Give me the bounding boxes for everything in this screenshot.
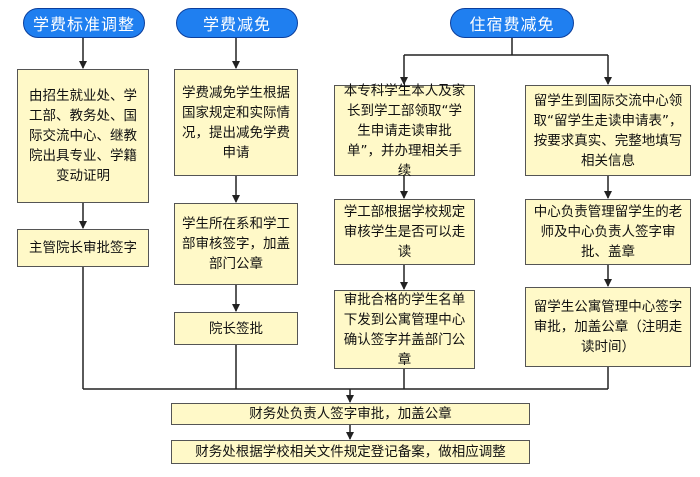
col2-step3-box: 院长签批 — [174, 312, 298, 345]
col4-step1-text: 留学生到国际交流中心领取“留学生走读申请表”，按要求真实、完整地填写相关信息 — [533, 92, 683, 169]
col3-step1-text: 本专科学生本人及家长到学工部领取“学生申请走读审批单”，并办理相关手续 — [343, 82, 466, 179]
col2-step1-box: 学费减免学生根据国家规定和实际情况，提出减免学费申请 — [174, 69, 298, 176]
header-accommodation-reduction: 住宿费减免 — [450, 8, 574, 38]
col1-step1-text: 由招生就业处、学工部、教务处、国际交流中心、继教院出具专业、学籍变动证明 — [29, 88, 137, 184]
col1-step2-box: 主管院长审批签字 — [17, 229, 149, 267]
col1-step1-box: 由招生就业处、学工部、教务处、国际交流中心、继教院出具专业、学籍变动证明 — [17, 69, 149, 203]
col3-step2-text: 学工部根据学校规定审核学生是否可以走读 — [343, 204, 466, 260]
col3-step2-box: 学工部根据学校规定审核学生是否可以走读 — [334, 199, 475, 265]
col4-step3-box: 留学生公寓管理中心签字审批，加盖公章（注明走读时间） — [525, 287, 691, 367]
col3-step1-box: 本专科学生本人及家长到学工部领取“学生申请走读审批单”，并办理相关手续 — [334, 83, 475, 179]
col2-step3-text: 院长签批 — [209, 320, 263, 337]
header-tuition-reduction: 学费减免 — [176, 8, 298, 38]
col4-step2-box: 中心负责管理留学生的老师及中心负责人签字审批、盖章 — [525, 199, 691, 265]
finance-sign-box: 财务处负责人签字审批，加盖公章 — [171, 403, 530, 425]
col4-step1-box: 留学生到国际交流中心领取“留学生走读申请表”，按要求真实、完整地填写相关信息 — [525, 85, 691, 176]
col2-step1-text: 学费减免学生根据国家规定和实际情况，提出减免学费申请 — [182, 84, 290, 161]
col3-step3-box: 审批合格的学生名单下发到公寓管理中心确认签字并盖部门公章 — [334, 290, 475, 369]
col1-step2-text: 主管院长审批签字 — [29, 240, 137, 256]
finance-register-box: 财务处根据学校相关文件规定登记备案，做相应调整 — [171, 440, 530, 464]
col3-step3-text: 审批合格的学生名单下发到公寓管理中心确认签字并盖部门公章 — [343, 291, 466, 368]
finance-sign-text: 财务处负责人签字审批，加盖公章 — [249, 406, 452, 422]
col4-step3-text: 留学生公寓管理中心签字审批，加盖公章（注明走读时间） — [533, 299, 683, 355]
col2-step2-text: 学生所在系和学工部审核签字，加盖部门公章 — [182, 216, 290, 272]
col4-step2-text: 中心负责管理留学生的老师及中心负责人签字审批、盖章 — [533, 204, 683, 260]
col2-step2-box: 学生所在系和学工部审核签字，加盖部门公章 — [174, 203, 298, 285]
header-tuition-standard: 学费标准调整 — [23, 8, 145, 38]
finance-register-text: 财务处根据学校相关文件规定登记备案，做相应调整 — [195, 444, 506, 460]
